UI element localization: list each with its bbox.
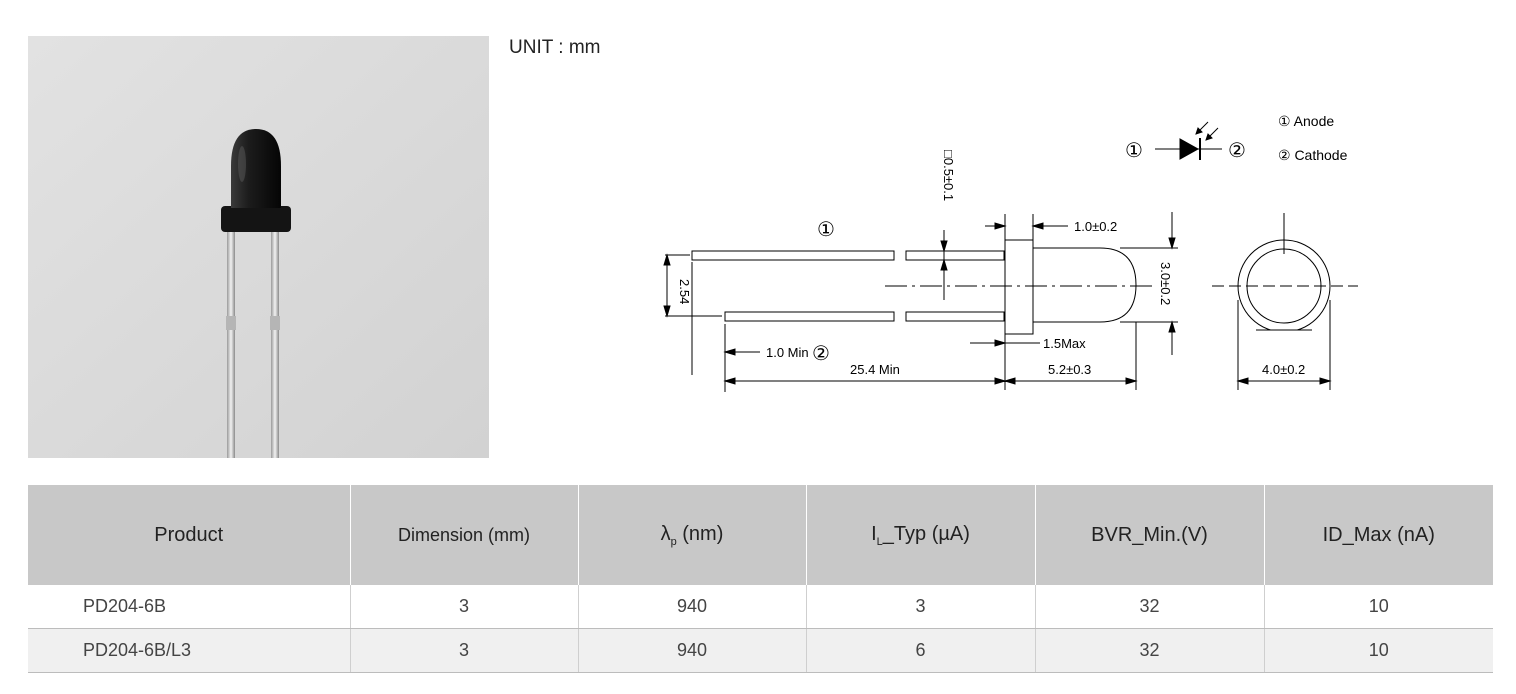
- cell-dimension: 3: [349, 628, 578, 673]
- body-length-dimension: 5.2±0.3: [1048, 362, 1091, 377]
- cell-id: 10: [1263, 585, 1493, 629]
- lead-min-dimension: 1.0 Min: [766, 345, 809, 360]
- lead-bottom-inner: [905, 311, 1005, 322]
- photodiode-image: [28, 36, 489, 458]
- legend-anode: ① Anode: [1278, 113, 1334, 129]
- body-outline: [1033, 247, 1137, 323]
- cell-id: 10: [1263, 628, 1493, 673]
- lead-top: [691, 250, 895, 261]
- height-dimension: 3.0±0.2: [1158, 262, 1173, 305]
- product-photo: [28, 36, 489, 458]
- cell-dimension: 3: [349, 585, 578, 629]
- spec-table: Product Dimension (mm) λp (nm) IL_Typ (µ…: [28, 485, 1493, 673]
- cell-light-current: 3: [805, 585, 1035, 629]
- cell-bvr: 32: [1034, 585, 1264, 629]
- cell-product: PD204-6B/L3: [28, 628, 350, 673]
- header-product: Product: [28, 485, 350, 585]
- diameter-dimension: 4.0±0.2: [1262, 362, 1305, 377]
- schematic-pin1: ①: [1125, 140, 1143, 162]
- header-bvr: BVR_Min.(V): [1034, 485, 1264, 585]
- diode-symbol: [1179, 138, 1200, 160]
- cell-product: PD204-6B: [28, 585, 350, 629]
- cell-wavelength: 940: [577, 585, 806, 629]
- header-wavelength: λp (nm): [577, 485, 806, 585]
- pin1-marker: ①: [817, 219, 835, 241]
- schematic-pin2: ②: [1228, 140, 1246, 162]
- flange-max-dimension: 1.5Max: [1043, 336, 1086, 351]
- lead-square-dimension: □0.5±0.1: [941, 150, 956, 201]
- pitch-dimension: 2.54: [677, 279, 692, 304]
- lead-bottom: [724, 311, 895, 322]
- header-id: ID_Max (nA): [1263, 485, 1493, 585]
- table-row: PD204-6B/L3 3 940 6 32 10: [28, 628, 1493, 673]
- dimension-drawing: 2.54 □0.5±0.1 1.0±0.2 3.0±0.2 ① ② 1.0 Mi…: [663, 113, 1358, 392]
- pin2-marker: ②: [812, 343, 830, 365]
- lead-length-dimension: 25.4 Min: [850, 362, 900, 377]
- flange-dimension: 1.0±0.2: [1074, 219, 1117, 234]
- table-row: PD204-6B 3 940 3 32 10: [28, 585, 1493, 629]
- table-header-row: Product Dimension (mm) λp (nm) IL_Typ (µ…: [28, 485, 1493, 585]
- header-light-current: IL_Typ (µA): [805, 485, 1035, 585]
- header-dimension: Dimension (mm): [349, 485, 578, 585]
- lead-top-inner: [905, 250, 1005, 261]
- flange-outline: [1004, 239, 1034, 335]
- cell-bvr: 32: [1034, 628, 1264, 673]
- cell-light-current: 6: [805, 628, 1035, 673]
- unit-label: UNIT : mm: [509, 37, 601, 58]
- end-view-inner: [1246, 248, 1322, 324]
- cell-wavelength: 940: [577, 628, 806, 673]
- legend-cathode: ② Cathode: [1278, 147, 1348, 163]
